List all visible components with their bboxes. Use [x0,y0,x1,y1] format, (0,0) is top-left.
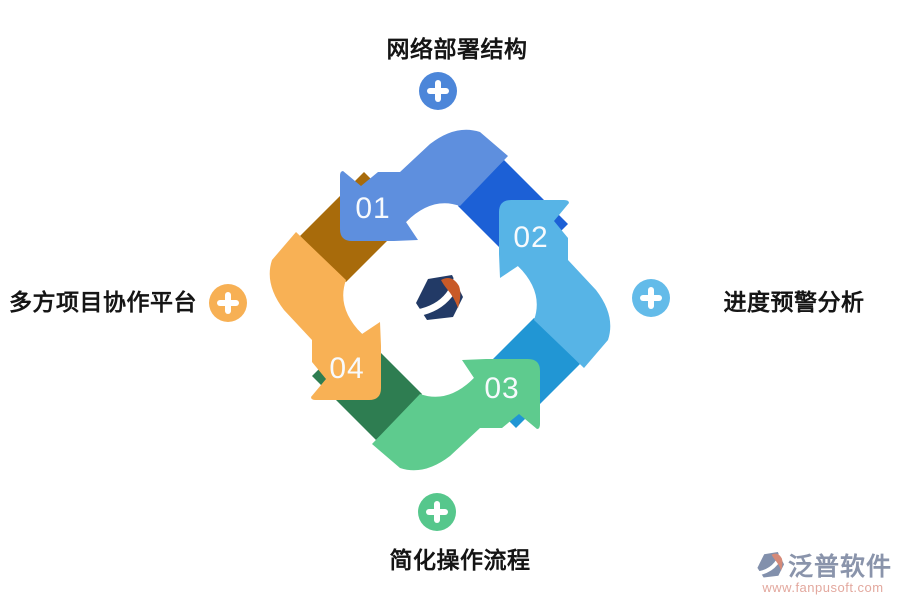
watermark-logo-swoosh [757,551,783,576]
step-number-01: 01 [355,192,390,225]
step-number-04: 04 [329,352,364,385]
label-right: 进度预警分析 [723,289,865,315]
step-number-02: 02 [513,221,548,254]
fanpusoft-logo [416,274,463,320]
logo-swoosh [416,274,461,317]
label-bottom: 简化操作流程 [389,547,531,573]
plus-icon-right[interactable] [632,279,670,317]
plus-icon-top[interactable] [419,72,457,110]
logo-leaf [441,278,461,308]
cycle-diagram: 01 02 03 04 [269,129,611,471]
watermark-brand: 泛普软件 [787,553,892,581]
plus-icon-left[interactable] [209,284,247,322]
watermark: 泛普软件 www.fanpusoft.com [750,547,896,595]
step-number-03: 03 [484,372,519,405]
watermark-url: www.fanpusoft.com [762,580,884,595]
watermark-logo-leaf [771,553,783,571]
plus-icon-bottom[interactable] [418,493,456,531]
watermark-logo [757,551,785,578]
label-left: 多方项目协作平台 [9,289,197,315]
label-top: 网络部署结构 [386,36,528,62]
